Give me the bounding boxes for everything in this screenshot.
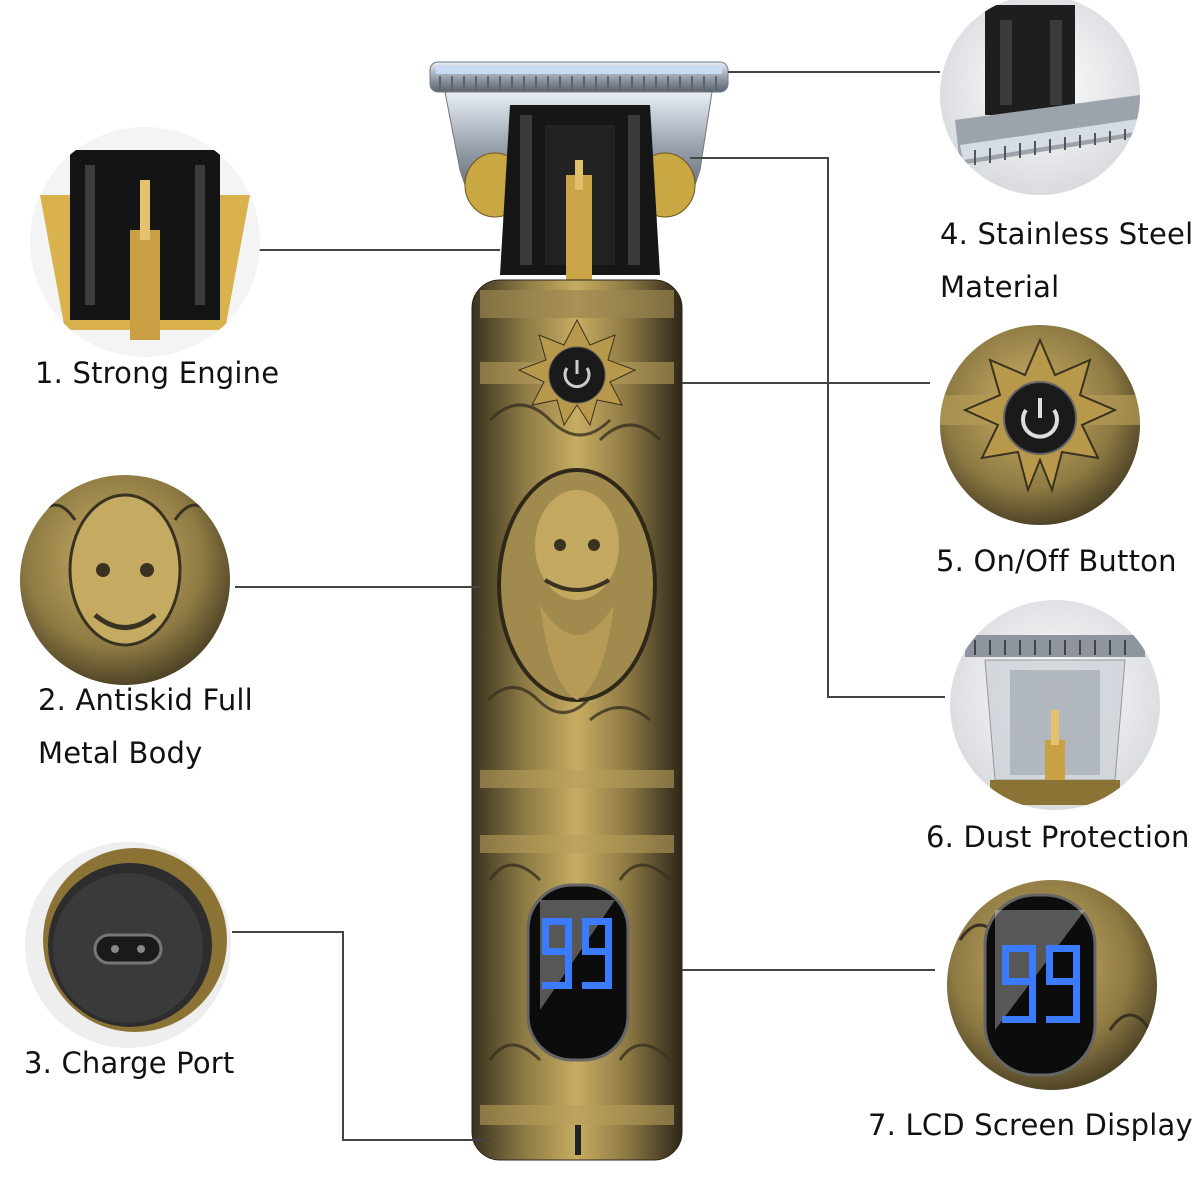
label-stainless-steel-2: Material: [940, 270, 1060, 304]
inset-stainless-steel: [940, 0, 1140, 195]
label-lcd-screen: 7. LCD Screen Display: [868, 1108, 1193, 1142]
label-charge-port: 3. Charge Port: [24, 1046, 235, 1080]
trimmer-product: [429, 61, 729, 1161]
inset-charge-port: [25, 842, 231, 1048]
power-button-main: [548, 346, 606, 404]
port-icon: [93, 933, 163, 965]
power-icon: [1021, 408, 1059, 439]
label-antiskid-body-2: Metal Body: [38, 736, 203, 770]
inset-lcd-display: [947, 880, 1157, 1090]
label-on-off-button: 5. On/Off Button: [936, 544, 1177, 578]
inset-engine: [30, 127, 260, 357]
lcd-digits: [542, 918, 612, 989]
label-stainless-steel: 4. Stainless Steel: [940, 217, 1194, 251]
label-dust-protection: 6. Dust Protection: [926, 820, 1190, 854]
label-antiskid-body: 2. Antiskid Full: [38, 683, 253, 717]
label-strong-engine: 1. Strong Engine: [35, 356, 280, 390]
inset-dust-protection: [950, 600, 1160, 810]
inset-power-button: [940, 325, 1140, 525]
connector-lines: [232, 71, 945, 1141]
inset-metal-body: [20, 475, 230, 685]
